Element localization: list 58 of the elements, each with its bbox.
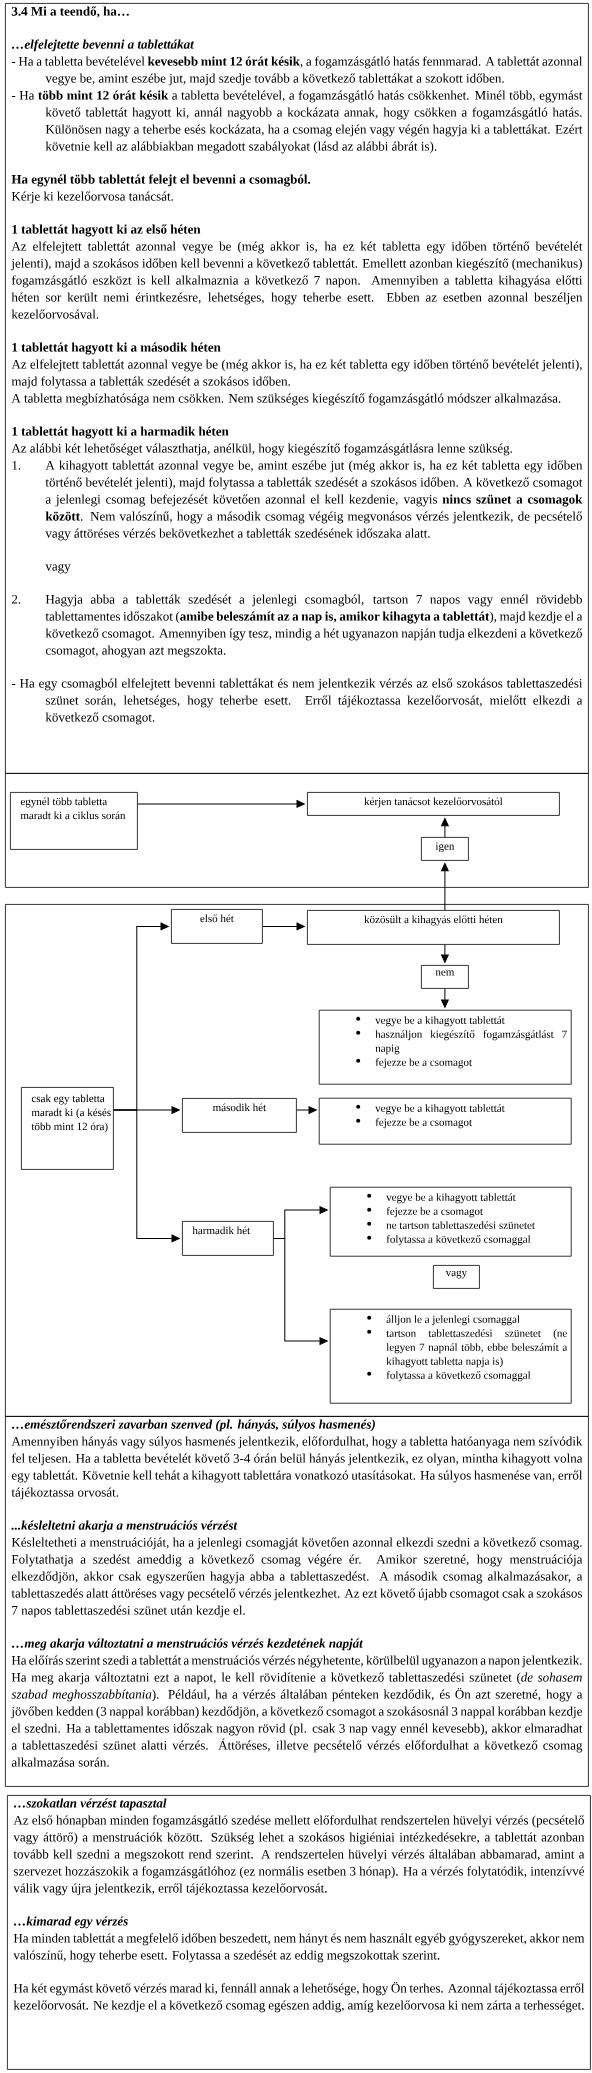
- arrow: [113, 1109, 180, 1243]
- diagram-panel: [5, 773, 589, 888]
- process-box: kérjen tanácsot kezelőorvosától: [307, 792, 560, 816]
- answer-box: nem: [421, 965, 469, 989]
- paragraph: Az elfelejtett tablettát azonnal vegye be (még akkor is, ha ez két tabletta egy időben történő bevételét jelenti), majd a szokásos időben kell bevenni a következő tablettát. Emellett azonban kiegészítő (mechanikus) fogamzásgátló eszközt is kell alkalmaznia a következő 7 napon. Amennyiben a tabletta kihagyása előtti héten sor került nemi érintkezésre, lehetséges, hogy teherbe esett. Ebben az esetben azonnal beszéljen kezelőorvosával.: [11, 241, 583, 319]
- arrow: [441, 863, 449, 911]
- section-heading: 1 tablettát hagyott ki az első héten: [12, 224, 201, 237]
- instruction-box: álljon le a jelenlegi csomaggal tartson tablettaszedési szünetet (ne legyen 7 napnál több, ebbe beleszámít a kihagyott tabletta napja is) folytassa a következő csomaggal: [329, 1308, 572, 1404]
- answer-box: vagy: [433, 1265, 480, 1289]
- arrow: [137, 800, 305, 808]
- arrow: [441, 988, 449, 1008]
- process-box: második hét: [182, 1098, 297, 1133]
- diagram-panel: [5, 904, 589, 1417]
- section-heading: …szokatlan vérzést tapasztal: [14, 1798, 167, 1811]
- answer-box: igen: [421, 837, 469, 861]
- section-heading: 3.4 Mi a teendő, ha…: [11, 6, 129, 18]
- paragraph: Kérje ki kezelőorvosa tanácsát.: [11, 191, 173, 204]
- instruction-box: vegye be a kihagyott tablettát használjon kiegészítő fogamzásgátlást 7 napig fejezze be a csomagot: [318, 1009, 572, 1085]
- section-heading: 1 tablettát hagyott ki a harmadik héten: [12, 426, 229, 439]
- text-panel: [5, 1416, 589, 1787]
- section-heading: …meg akarja változtatni a menstruációs vérzés kezdetének napját: [12, 1638, 364, 1651]
- section-heading: …emésztőrendszeri zavarban szenved (pl. hányás, súlyos hasmenés): [12, 1419, 375, 1432]
- section-heading: ...késleltetni akarja a menstruációs vérzést: [11, 1520, 238, 1533]
- paragraph: Késleltetheti a menstruációját, ha a jelenlegi csomagját követően azonnal elkezdi szedni a következő csomag. Folytathatja a szedést ameddig a következő csomag végére ér. Amikor szeretné, hogy menstruációja elkezdődjön, akkor csak egyszerűen hagyja abba a tablettaszedést. A második csomag alkalmazásakor, a tablettaszedés alatt áttöréses vagy pecsételő vérzés jelentkezhet. Az ezt követő újabb csomagot csak a szokásos 7 napos tablettaszedési szünet után kezdje el.: [11, 1537, 583, 1618]
- arrow: [273, 1237, 328, 1345]
- arrow: [441, 944, 449, 963]
- paragraph: A kihagyott tablettát azonnal vegye be, amint eszébe jut (még akkor is, ha ez két tabletta egy időben történő bevételét jelenti), majd folytassa a tabletták szedését a szokásos időben. A következő csomagot a jelenlegi csomag befejezését követően azonnal el kell kezdenie, vagyis nincs szünet a csomagok között. Nem valószínű, hogy a második csomag végéig megvonásos vérzés jelentkezik, de pecsételő vagy áttöréses vérzés bekövetkezhet a tabletták szedésének időszaka alatt.: [45, 460, 583, 541]
- paragraph: Ha minden tablettát a megfelelő időben beszedett, nem hányt és nem használt egyéb gyógyszereket, akkor nem valószínű, hogy teherbe esett. Folytassa a szedését az eddig megszokottak szerint.: [13, 1933, 585, 1963]
- list-item: - Ha egy csomagból elfelejtett bevenni tablettákat és nem jelentkezik vérzés az első szokásos tablettaszedési szünet során, lehetséges, hogy teherbe esett. Erről tájékoztassa kezelőorvosát, mielőtt elkezdi a következő csomagot.: [11, 678, 583, 725]
- paragraph: Amennyiben hányás vagy súlyos hasmenés jelentkezik, előfordulhat, hogy a tabletta hatóanyaga nem szívódik fel teljesen. Ha a tabletta bevételét követő 3-4 órán belül hányás jelentkezik, ez olyan, mintha kihagyott volna egy tablettát. Követnie kell tehát a kihagyott tablettára vonatkozó utasításokat. Ha súlyos hasmenése van, erről tájékoztassa orvosát.: [11, 1436, 583, 1500]
- paragraph: Ha előírás szerint szedi a tablettát a menstruációs vérzés négyhetente, körülbelül ugyanazon a napon jelentkezik. Ha meg akarja változtatni ezt a napot, le kell rövidítenie a következő tablettaszedési szünetet (de sohasem szabad meghosszabbítania). Például, ha a vérzés általában pénteken kezdődik, és Ön azt szeretné, hogy a jövőben kedden (3 nappal korábban) kezdődjön, a következő csomagot a szokásosnál 3 nappal korábban kezdje el szedni. Ha a tablettamentes időszak nagyon rövid (pl. csak 3 nap vagy ennél kevesebb), akkor elmaradhat a tablettaszedési szünet alatti vérzés. Áttöréses, illetve pecsételő vérzés előfordulhat a következő csomag alkalmazása során.: [11, 1655, 583, 1767]
- paragraph: Az alábbi két lehetőséget választhatja, anélkül, hogy kiegészítő fogamzásgátlásra lenne szükség.: [11, 443, 512, 456]
- instruction-box: vegye be a kihagyott tablettát fejezze be a csomagot: [318, 1097, 572, 1145]
- list-number: 2.: [11, 594, 21, 604]
- section-heading: Ha egynél több tablettát felejt el bevenni a csomagból.: [11, 174, 311, 187]
- paragraph: Az elfelejtett tablettát azonnal vegye be (még akkor is, ha ez két tabletta egy időben történő bevételét jelenti), majd folytassa a tabletták szedését a szokásos időben.: [11, 359, 582, 389]
- arrow: [296, 1106, 317, 1114]
- process-box: csak egy tabletta maradt ki (a késés több mint 12 óra): [21, 1087, 114, 1170]
- section-heading: …elfelejtette bevenni a tablettákat: [12, 39, 195, 52]
- paragraph: Az első hónapban minden fogamzásgátló szedése mellett előfordulhat rendszertelen hüvelyi vérzés (pecsételő vagy áttörő) a menstruációk között. Szükség lehet a szokásos higiéniai intézkedésekre, a tablettát azonban tovább kell szedni a megszokott rend szerint. A rendszertelen hüvelyi vérzés általában abbamarad, amint a szervezet hozzászokik a fogamzásgátlóhoz (ez normális esetben 3 hónap). Ha a vérzés folytatódik, intenzívvé válik vagy újra jelentkezik, erről tájékoztassa kezelőorvosát.: [13, 1815, 585, 1896]
- list-item: - Ha több mint 12 órát késik a tabletta bevételével, a fogamzásgátló hatás csökkenhet. Minél több, egymást követő tablettát hagyott ki, annál nagyobb a kockázata annak, hogy csökken a fogamzásgátló hatás. Különösen nagy a teherbe esés kockázata, ha a csomag elején vagy végén hagyja ki a tablettákat. Ezért követnie kell az alábbiakban megadott szabályokat (lásd az alábbi ábrát is).: [11, 90, 583, 154]
- arrow: [441, 818, 449, 838]
- instruction-box: vegye be a kihagyott tablettát fejezze be a csomagot ne tartson tablettaszedési szünetet folytassa a következő csomaggal: [329, 1186, 572, 1257]
- text-panel: [7, 1795, 591, 2070]
- paragraph: vagy: [45, 563, 71, 574]
- section-heading: …kimarad egy vérzés: [14, 1916, 128, 1929]
- process-box: közösült a kihagyás előtti héten: [307, 910, 560, 945]
- process-box: egynél több tabletta maradt ki a ciklus során: [10, 792, 138, 850]
- process-box: első hét: [171, 909, 263, 944]
- paragraph: Ha két egymást követő vérzés marad ki, fennáll annak a lehetősége, hogy Ön terhes. Azonnal tájékoztassa erről kezelőorvosát. Ne kezdje el a következő csomag egészen addig, amíg kezelőorvosa ki nem zárta a terhességet.: [13, 1981, 585, 2013]
- process-box: harmadik hét: [182, 1221, 274, 1256]
- section-heading: 1 tablettát hagyott ki a második héten: [12, 342, 221, 355]
- list-item: - Ha a tabletta bevételével kevesebb mint 12 órát késik, a fogamzásgátló hatás fennmarad. A tablettát azonnal vegye be, amint eszébe jut, majd szedje tovább a következő tablettákat a szokott időben.: [11, 56, 583, 86]
- list-number: 1.: [12, 461, 21, 470]
- arrow: [262, 922, 305, 931]
- text-panel: [5, 3, 589, 774]
- paragraph: A tabletta megbízhatósága nem csökken. Nem szükséges kiegészítő fogamzásgátló módszer alkalmazása.: [11, 393, 561, 406]
- paragraph: Hagyja abba a tabletták szedését a jelenlegi csomagból, tartson 7 napos vagy ennél rövidebb tablettamentes időszakot (amibe beleszámít az a nap is, amikor kihagyta a tablettát), majd kezdje el a következő csomagot. Amennyiben így tesz, mindig a hét ugyanazon napján tudja elkezdeni a következő csomagot, ahogyan azt megszokta.: [45, 594, 583, 658]
